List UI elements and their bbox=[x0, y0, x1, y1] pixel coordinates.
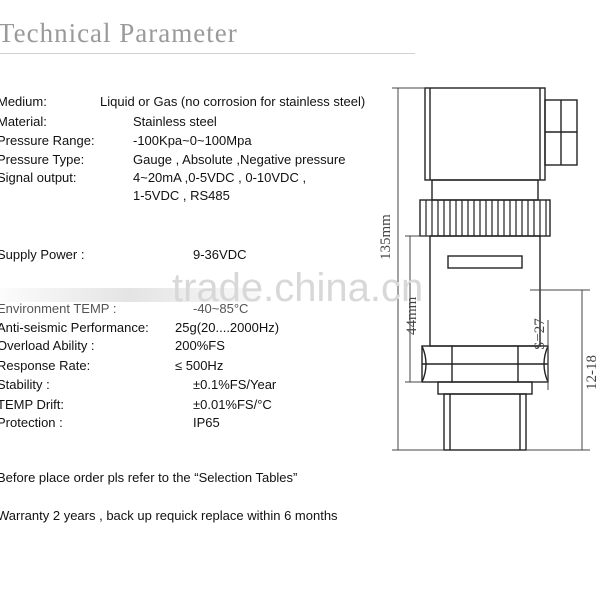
dim-body-length: 44mm bbox=[404, 296, 420, 335]
page-title: Technical Parameter bbox=[0, 18, 238, 48]
transmitter-drawing: 135mm 44mm S=27 12-18 bbox=[378, 87, 600, 451]
param-label-supply-power: Supply Power : bbox=[0, 247, 85, 262]
param-value-response-rate: ≤ 500Hz bbox=[175, 358, 224, 373]
param-value-overload: 200%FS bbox=[175, 338, 225, 353]
param-value-environment-temp: -40~85°C bbox=[193, 301, 249, 316]
param-value-signal-output: 4~20mA ,0-5VDC , 0-10VDC , bbox=[133, 170, 307, 185]
sensor-body bbox=[429, 235, 541, 347]
param-value-temp-drift: ±0.01%FS/°C bbox=[193, 397, 272, 412]
order-note: Before place order pls refer to the “Sel… bbox=[0, 470, 298, 485]
dim-total-length: 135mm bbox=[378, 214, 394, 260]
connector-housing bbox=[424, 87, 546, 181]
param-label-medium: Medium: bbox=[0, 94, 47, 109]
param-label-response-rate: Response Rate: bbox=[0, 358, 91, 373]
param-label-environment-temp: Environment TEMP : bbox=[0, 301, 117, 316]
param-label-overload: Overload Ability : bbox=[0, 338, 95, 353]
param-label-stability: Stability : bbox=[0, 377, 50, 392]
warranty-note: Warranty 2 years , back up requick repla… bbox=[0, 508, 338, 523]
param-value-pressure-range: -100Kpa~0~100Mpa bbox=[133, 133, 252, 148]
param-label-material: Material: bbox=[0, 114, 47, 129]
param-label-pressure-range: Pressure Range: bbox=[0, 133, 95, 148]
param-value-anti-seismic: 25g(20....2000Hz) bbox=[175, 320, 280, 335]
param-value-supply-power: 9-36VDC bbox=[193, 247, 247, 262]
param-value-stability: ±0.1%FS/Year bbox=[193, 377, 277, 392]
param-label-anti-seismic: Anti-seismic Performance: bbox=[0, 320, 149, 335]
image-smudge bbox=[0, 288, 260, 302]
param-value-signal-output-2: 1-5VDC , RS485 bbox=[133, 188, 230, 203]
param-label-temp-drift: TEMP Drift: bbox=[0, 397, 64, 412]
dim-wrench-size: S=27 bbox=[532, 318, 548, 350]
knurled-ring bbox=[419, 199, 551, 237]
param-value-medium: Liquid or Gas (no corrosion for stainles… bbox=[100, 94, 366, 109]
watermark: trade.china.cn bbox=[172, 266, 424, 310]
thread-fitting bbox=[443, 393, 527, 451]
param-value-protection: IP65 bbox=[193, 415, 220, 430]
title-divider bbox=[0, 53, 415, 54]
param-label-signal-output: Signal output: bbox=[0, 170, 77, 185]
dim-thread-length: 12-18 bbox=[584, 355, 600, 390]
param-value-material: Stainless steel bbox=[133, 114, 217, 129]
param-label-pressure-type: Pressure Type: bbox=[0, 152, 85, 167]
param-label-protection: Protection : bbox=[0, 415, 63, 430]
param-value-pressure-type: Gauge , Absolute ,Negative pressure bbox=[133, 152, 346, 167]
